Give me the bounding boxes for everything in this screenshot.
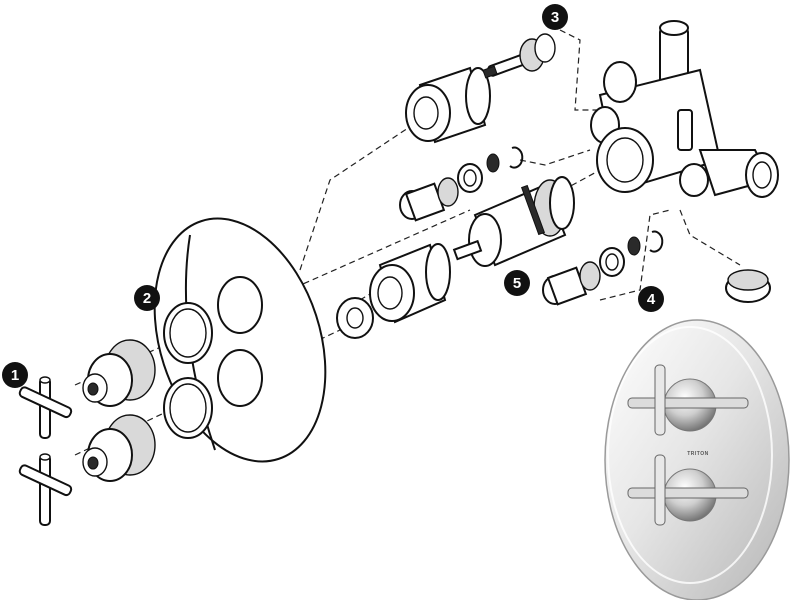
- callout-3: 3: [542, 4, 568, 30]
- photo-lower-handle: [627, 454, 749, 526]
- cross-handle-upper: [18, 376, 73, 439]
- retaining-nut: [336, 297, 374, 339]
- callout-1-label: 1: [11, 367, 19, 384]
- callout-4: 4: [638, 286, 664, 312]
- cross-handles: [18, 376, 73, 526]
- check-valve-lower: [542, 230, 664, 306]
- knob-shrouds: [82, 339, 156, 482]
- blanking-plug: [725, 269, 771, 303]
- callout-2-label: 2: [143, 290, 151, 307]
- product-photo: TRITON: [604, 319, 790, 600]
- lower-sleeve: [369, 243, 451, 324]
- upper-sleeve: [405, 66, 491, 144]
- thermostatic-cartridge: [452, 176, 575, 267]
- callout-2: 2: [134, 285, 160, 311]
- valve-body: [590, 20, 779, 198]
- trim-rings: [163, 302, 213, 439]
- diverter-spindle: [482, 33, 556, 79]
- callout-5-label: 5: [513, 275, 521, 292]
- callout-5: 5: [504, 270, 530, 296]
- photo-upper-handle: [627, 364, 749, 436]
- cover-plate: [153, 217, 327, 463]
- callout-1: 1: [2, 362, 28, 388]
- callout-4-label: 4: [647, 291, 656, 308]
- brand-logo-text: TRITON: [687, 451, 709, 457]
- callout-3-label: 3: [551, 9, 559, 26]
- check-valve-upper: [399, 146, 524, 222]
- cross-handle-lower: [18, 453, 73, 526]
